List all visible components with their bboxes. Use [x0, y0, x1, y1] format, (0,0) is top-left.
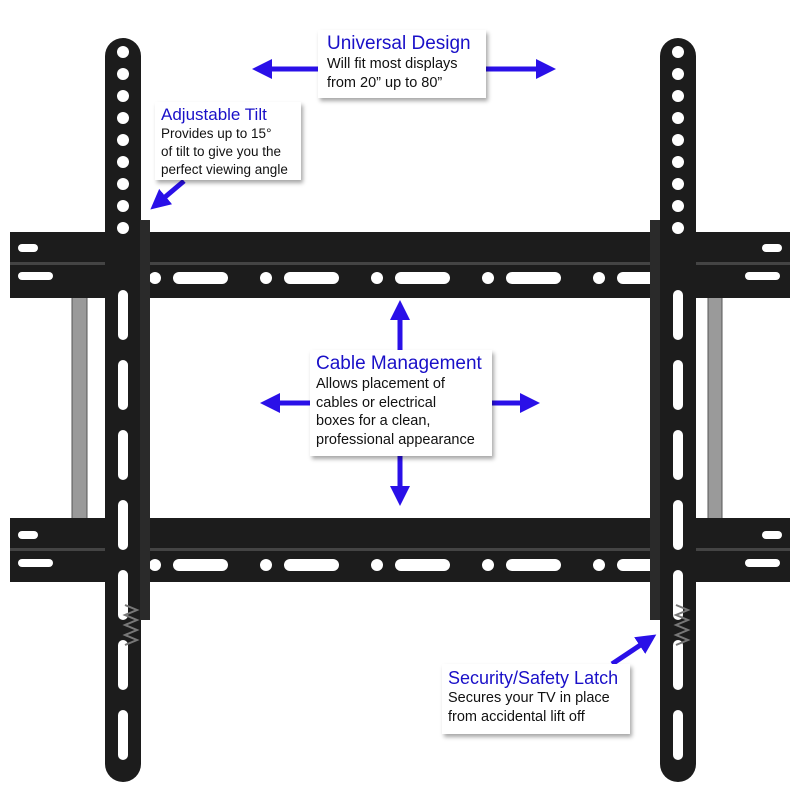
arrow-tilt-icon	[150, 179, 186, 210]
callout-cable-management: Cable Management Allows placement of cab…	[310, 350, 492, 456]
callout-text: of tilt to give you the	[161, 144, 282, 159]
mount-hole	[672, 200, 684, 212]
mount-hole	[117, 222, 129, 234]
mount-hole	[506, 559, 561, 571]
mount-hole	[673, 290, 683, 340]
mount-hole	[673, 360, 683, 410]
mount-hole	[672, 178, 684, 190]
callout-title: Security/Safety Latch	[448, 668, 619, 688]
mount-hole	[118, 710, 128, 760]
mount-hole	[745, 559, 780, 567]
mount-hole	[672, 222, 684, 234]
mount-hole	[118, 500, 128, 550]
mount-hole	[395, 272, 450, 284]
callout-universal-design: Universal Design Will fit most displays …	[318, 30, 486, 98]
mount-hole	[149, 559, 161, 571]
mount-hole	[672, 112, 684, 124]
mount-hole	[118, 430, 128, 480]
callout-text: boxes for a clean,	[316, 413, 431, 429]
mount-hole	[284, 272, 339, 284]
mount-hole	[117, 68, 129, 80]
mount-hole	[673, 710, 683, 760]
mount-hole	[593, 272, 605, 284]
callout-text: Allows placement of	[316, 376, 445, 392]
mount-hole	[673, 640, 683, 690]
callout-text: from 20” up to 80”	[327, 74, 443, 91]
callout-title: Adjustable Tilt	[161, 105, 267, 124]
mount-hole	[117, 46, 129, 58]
mount-hole	[593, 559, 605, 571]
mount-hole	[284, 559, 339, 571]
mount-hole	[673, 500, 683, 550]
callout-text: from accidental lift off	[448, 708, 585, 725]
mount-hole	[118, 640, 128, 690]
callout-text: cables or electrical	[316, 394, 437, 411]
mount-hole	[672, 46, 684, 58]
mount-hole	[149, 272, 161, 284]
mount-hole	[672, 90, 684, 102]
mount-hole	[18, 272, 53, 280]
mount-hole	[117, 200, 129, 212]
callout-text: Provides up to 15°	[161, 126, 272, 141]
mount-hole	[118, 570, 128, 620]
support-rods	[71, 261, 723, 563]
mount-hole	[672, 156, 684, 168]
mount-hole	[18, 244, 38, 252]
callout-text: Secures your TV in place	[448, 690, 610, 706]
mount-hole	[117, 90, 129, 102]
mount-hole	[672, 134, 684, 146]
mount-hole	[673, 430, 683, 480]
mount-hole	[482, 272, 494, 284]
mount-hole	[117, 112, 129, 124]
callout-title: Universal Design	[327, 33, 471, 54]
callout-adjustable-tilt: Adjustable Tilt Provides up to 15° of ti…	[155, 102, 301, 180]
mount-hole	[260, 559, 272, 571]
callout-text: professional appearance	[316, 431, 475, 448]
mount-hole	[672, 68, 684, 80]
mount-hole	[117, 156, 129, 168]
mount-hole	[260, 272, 272, 284]
mount-hole	[118, 290, 128, 340]
mount-hole	[762, 531, 782, 539]
arrow-latch-icon	[610, 634, 657, 667]
safety-latches	[122, 604, 691, 646]
mount-hole	[482, 559, 494, 571]
mount-hole	[173, 272, 228, 284]
callout-text: Will fit most displays	[327, 56, 458, 72]
mount-hole	[371, 559, 383, 571]
mount-hole	[371, 272, 383, 284]
mount-hole	[173, 559, 228, 571]
mount-hole	[745, 272, 780, 280]
callout-text: perfect viewing angle	[161, 162, 288, 177]
mount-hole	[395, 559, 450, 571]
callout-security-latch: Security/Safety Latch Secures your TV in…	[442, 664, 630, 734]
mount-hole	[762, 244, 782, 252]
mount-hole	[118, 360, 128, 410]
callout-arrows	[150, 59, 657, 667]
mount-hole	[506, 272, 561, 284]
mount-hole	[117, 134, 129, 146]
mount-hole	[18, 559, 53, 567]
callout-title: Cable Management	[316, 353, 482, 374]
mount-hole	[117, 178, 129, 190]
mount-hole	[18, 531, 38, 539]
